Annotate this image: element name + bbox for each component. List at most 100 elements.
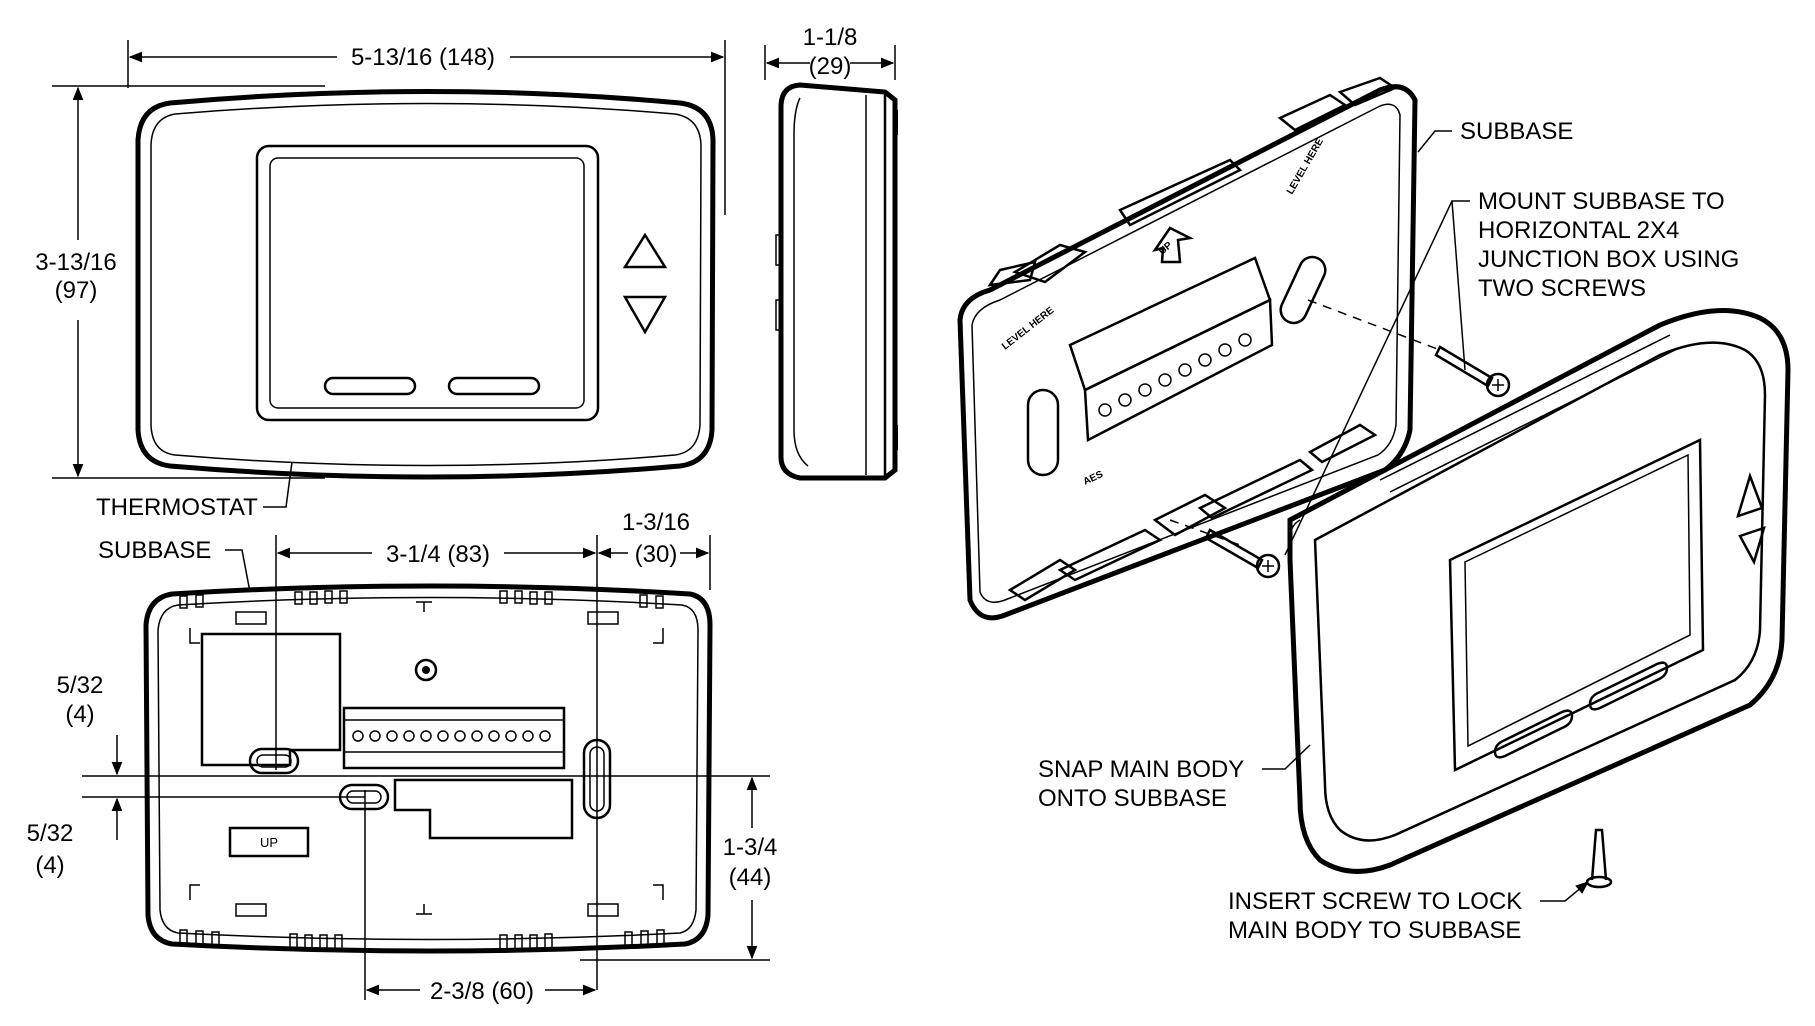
terminal-screw — [1158, 373, 1172, 387]
front-height-dim-mm: (97) — [55, 277, 98, 304]
upper-offset-mm: (4) — [65, 701, 94, 728]
screw-upper — [1434, 345, 1511, 398]
rib — [1307, 423, 1378, 464]
vertical-dim-in: 1-3/4 — [723, 834, 778, 861]
screw-leader — [1540, 881, 1590, 902]
notch — [499, 590, 508, 604]
rib — [1118, 158, 1243, 227]
terminal-screw — [437, 730, 449, 742]
back-up-label: UP — [260, 835, 278, 850]
terminal-screws — [352, 730, 551, 742]
notch — [655, 595, 664, 609]
screw-note-line-1: INSERT SCREW TO LOCK — [1228, 888, 1522, 915]
subbase-bottom-notches — [179, 929, 665, 950]
snap-leader — [1262, 744, 1311, 770]
front-width-dim: 5-13/16 (148) — [351, 44, 495, 71]
level-here-right: LEVEL HERE — [1285, 136, 1326, 196]
terminal-screw — [1138, 383, 1152, 397]
notch — [339, 590, 348, 604]
exploded-body-ribs — [1379, 334, 1676, 493]
back-right-offset-in: 1-3/16 — [622, 509, 690, 536]
corner-mark-br — [653, 884, 664, 900]
rib — [1012, 243, 1088, 284]
subbase-top-ribs — [987, 76, 1398, 287]
mount-note-line-3: JUNCTION BOX USING — [1478, 246, 1739, 273]
subbase-body-outline — [143, 583, 713, 954]
notch — [179, 929, 188, 945]
left-mounting-slot — [248, 747, 300, 775]
exploded-up-button — [1736, 472, 1764, 518]
terminal-screw — [1098, 403, 1112, 417]
terminal-screw — [488, 730, 500, 742]
mount-note-line-2: HORIZONTAL 2X4 — [1478, 217, 1679, 244]
right-mounting-slot — [582, 738, 612, 820]
front-height-dim-in: 3-13/16 — [35, 249, 116, 276]
terminal-screw — [369, 730, 381, 742]
notch — [294, 591, 303, 605]
corner-mark-tl — [189, 628, 200, 644]
exploded-main-body-edge — [1288, 519, 1301, 561]
notch — [656, 929, 665, 945]
lower-offset-in: 5/32 — [27, 820, 74, 847]
notch — [334, 934, 343, 950]
rib — [1277, 93, 1348, 132]
thermostat-body-outline — [135, 89, 716, 480]
exploded-subbase-inner — [971, 103, 1401, 603]
exploded-main-body-face — [1313, 341, 1767, 842]
notch — [529, 934, 538, 950]
notch — [529, 591, 538, 605]
rib-line — [1379, 334, 1671, 481]
lock-screw — [1585, 828, 1613, 889]
back-view: 3-1/4 (83) 1-3/16 (30) SUBBASE — [27, 509, 778, 1005]
exploded-view: LEVEL HERE LEVEL HERE UP AES — [957, 76, 1791, 944]
notch — [319, 934, 328, 950]
rib-line — [1389, 349, 1676, 493]
vertical-dim-mm: (44) — [729, 864, 772, 891]
screw-head — [1485, 372, 1511, 398]
display-screen — [269, 157, 585, 409]
exploded-subbase-outline — [957, 84, 1418, 621]
notch — [624, 931, 633, 947]
notch — [499, 934, 508, 950]
back-hole-spacing-dim: 3-1/4 (83) — [386, 541, 490, 568]
screw-path-lower — [1169, 519, 1241, 546]
notch — [514, 590, 523, 604]
subbase-label-back: SUBBASE — [98, 537, 211, 564]
exploded-bracket — [1152, 493, 1228, 537]
corner-mark-bl — [189, 884, 200, 900]
corner-mark-tr — [653, 628, 664, 644]
terminal-screw — [1178, 363, 1192, 377]
notch — [544, 933, 553, 949]
exploded-terminal-block-top — [1068, 256, 1272, 392]
terminal-block — [342, 706, 566, 770]
subbase-body-inner — [157, 596, 699, 941]
lower-opening — [393, 778, 574, 840]
exploded-subbase-leader — [1417, 130, 1452, 153]
rib — [1337, 76, 1398, 107]
thermostat-body-inner — [150, 102, 702, 467]
rib — [1057, 528, 1163, 582]
rib — [1197, 458, 1315, 520]
side-depth-dim-mm: (29) — [809, 53, 852, 80]
thermostat-label: THERMOSTAT — [96, 494, 258, 521]
side-depth-dim-in: 1-1/8 — [803, 24, 858, 51]
lock-screw-shank — [1590, 828, 1608, 881]
terminal-screw — [1118, 393, 1132, 407]
notch — [289, 933, 298, 949]
back-right-offset-mm: (30) — [635, 541, 678, 568]
terminal-screw — [386, 730, 398, 742]
notch — [640, 930, 649, 946]
exploded-up-arrow — [1152, 226, 1194, 264]
terminal-screw — [471, 730, 483, 742]
soft-key-left — [323, 376, 417, 396]
exploded-top-slot — [1279, 255, 1327, 325]
rib — [987, 260, 1037, 287]
notch — [309, 591, 318, 605]
screw-slot — [1262, 560, 1274, 572]
exploded-terminal-screws — [1098, 333, 1252, 417]
exploded-down-button — [1738, 526, 1766, 566]
right-mounting-slot-inner — [589, 746, 605, 812]
upper-offset-in: 5/32 — [57, 672, 104, 699]
